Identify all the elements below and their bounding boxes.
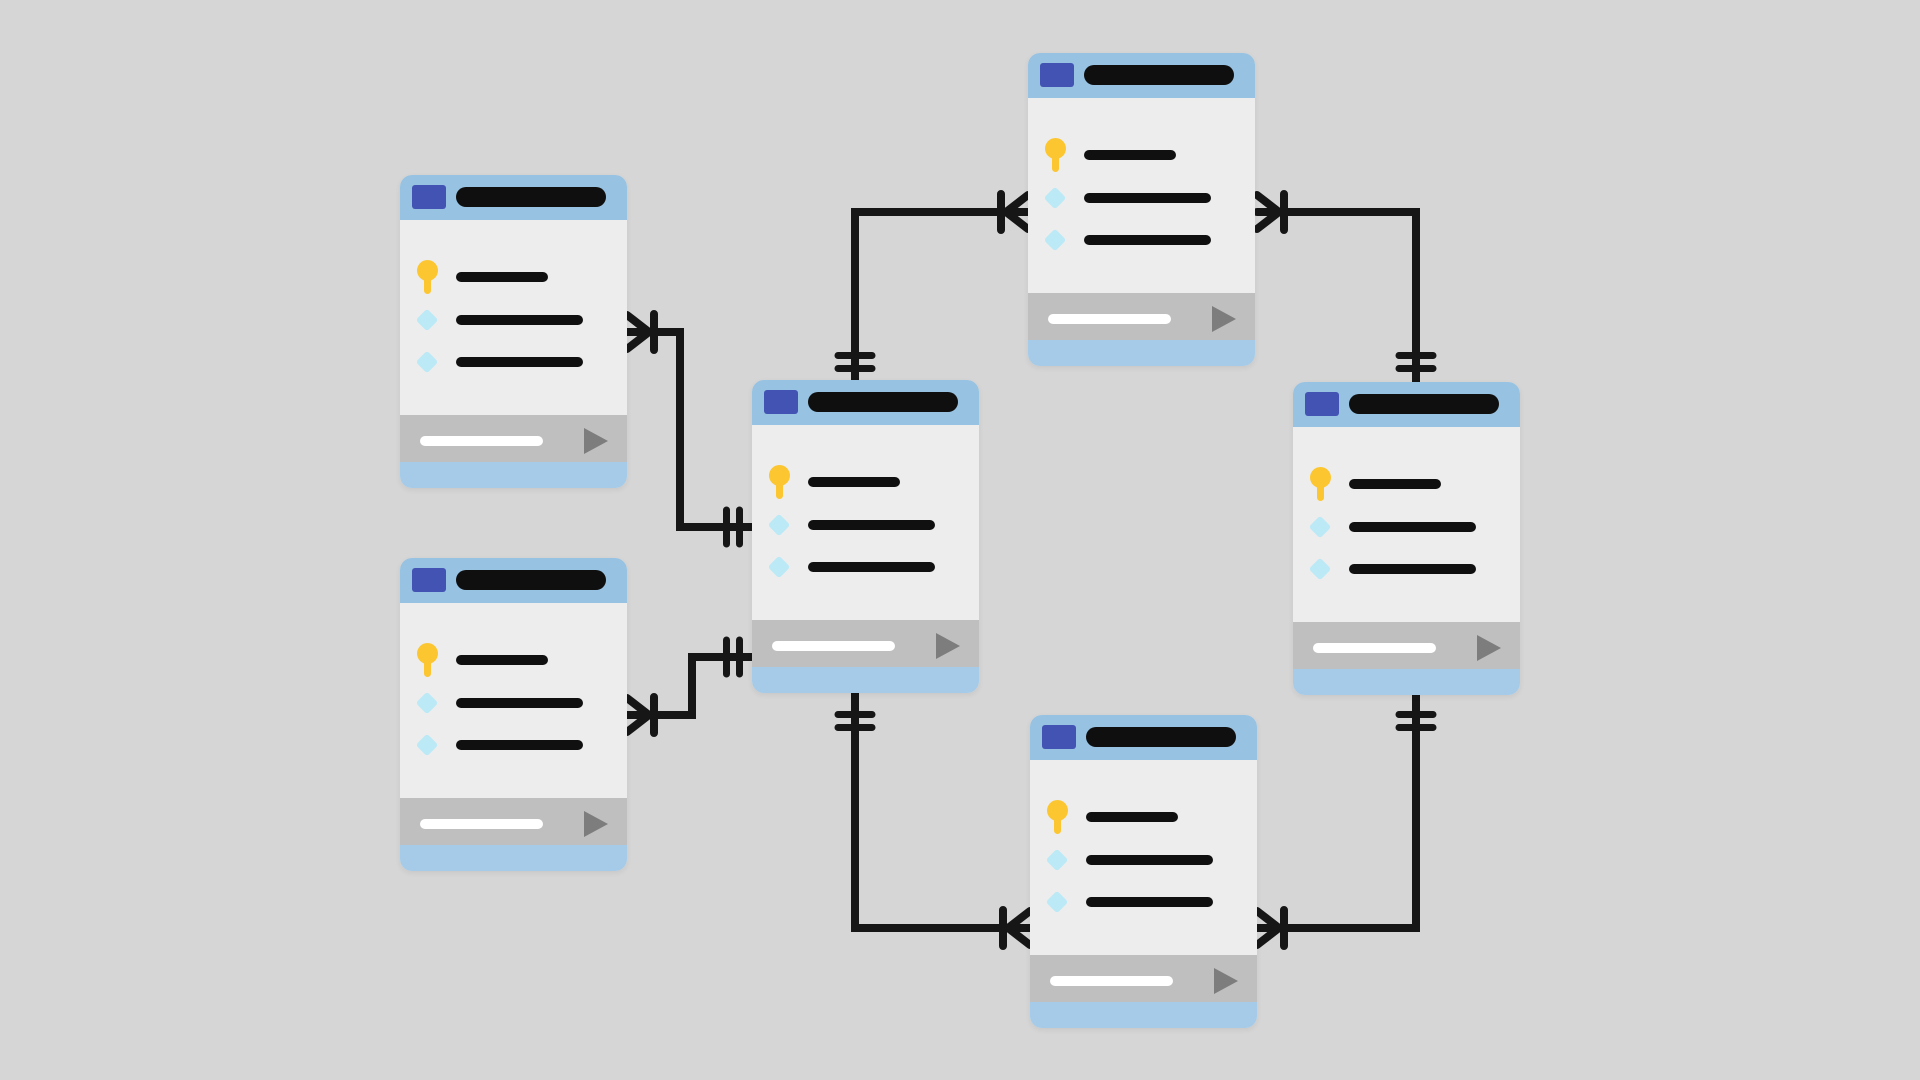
table-header xyxy=(1028,53,1255,98)
expand-arrow-icon xyxy=(1212,306,1236,332)
crow-foot-many-icon xyxy=(623,310,658,354)
one-mandatory-hash-icon xyxy=(1395,352,1437,372)
field-name-bar xyxy=(456,698,583,708)
crow-foot-many-icon xyxy=(1253,906,1288,950)
expand-arrow-icon xyxy=(936,633,960,659)
table-title-bar xyxy=(1349,394,1499,414)
table-top-center xyxy=(1028,53,1255,366)
one-mandatory-hash-icon xyxy=(834,352,876,372)
table-footer xyxy=(752,620,979,667)
relationship-topleft-to-center xyxy=(623,310,752,548)
table-right xyxy=(1293,382,1520,695)
table-footer xyxy=(400,415,627,462)
table-bottom-left xyxy=(400,558,627,871)
field-name-bar xyxy=(1349,564,1476,574)
table-header xyxy=(400,175,627,220)
relationship-line xyxy=(1257,692,1420,932)
table-title-bar xyxy=(1084,65,1234,85)
table-footer xyxy=(1030,955,1257,1002)
table-type-icon xyxy=(1042,725,1076,749)
table-header xyxy=(1030,715,1257,760)
field-name-bar xyxy=(808,477,900,487)
field-name-bar xyxy=(456,272,548,282)
field-name-bar xyxy=(456,740,583,750)
table-header xyxy=(752,380,979,425)
one-mandatory-hash-icon xyxy=(1395,711,1437,731)
field-name-bar xyxy=(1084,150,1176,160)
one-mandatory-hash-icon xyxy=(723,506,743,548)
field-name-bar xyxy=(808,520,935,530)
relationship-line xyxy=(627,653,752,719)
expand-arrow-icon xyxy=(1214,968,1238,994)
table-footer xyxy=(1293,622,1520,669)
table-bottom-strip xyxy=(1030,1002,1257,1028)
field-name-bar xyxy=(1086,812,1178,822)
footer-label-bar xyxy=(1050,976,1173,986)
field-name-bar xyxy=(1084,193,1211,203)
footer-label-bar xyxy=(1048,314,1171,324)
table-top-left xyxy=(400,175,627,488)
expand-arrow-icon xyxy=(584,811,608,837)
table-bottom-strip xyxy=(1028,340,1255,366)
relationship-topcenter-to-right xyxy=(1253,190,1437,382)
expand-arrow-icon xyxy=(1477,635,1501,661)
crow-foot-many-icon xyxy=(623,693,658,737)
table-title-bar xyxy=(456,187,606,207)
relationship-line xyxy=(627,328,752,531)
table-type-icon xyxy=(1040,63,1074,87)
table-type-icon xyxy=(764,390,798,414)
crow-foot-many-icon xyxy=(1253,190,1288,234)
footer-label-bar xyxy=(420,819,543,829)
field-name-bar xyxy=(1084,235,1211,245)
crow-foot-many-icon xyxy=(999,906,1034,950)
footer-label-bar xyxy=(1313,643,1436,653)
table-title-bar xyxy=(1086,727,1236,747)
relationship-bottomleft-to-center xyxy=(623,636,752,737)
one-mandatory-hash-icon xyxy=(723,636,743,678)
field-name-bar xyxy=(456,357,583,367)
relationship-line xyxy=(851,208,1028,380)
one-mandatory-hash-icon xyxy=(834,711,876,731)
relationship-line xyxy=(1257,208,1420,382)
table-footer xyxy=(1028,293,1255,340)
relationship-center-to-bottomcenter xyxy=(834,693,1034,950)
table-bottom-strip xyxy=(1293,669,1520,695)
field-name-bar xyxy=(1349,479,1441,489)
table-title-bar xyxy=(808,392,958,412)
table-type-icon xyxy=(412,185,446,209)
table-center xyxy=(752,380,979,693)
table-title-bar xyxy=(456,570,606,590)
table-header xyxy=(400,558,627,603)
field-name-bar xyxy=(1349,522,1476,532)
table-footer xyxy=(400,798,627,845)
field-name-bar xyxy=(808,562,935,572)
field-name-bar xyxy=(1086,855,1213,865)
field-name-bar xyxy=(456,655,548,665)
table-header xyxy=(1293,382,1520,427)
table-bottom-strip xyxy=(400,845,627,871)
relationship-topcenter-to-center xyxy=(834,190,1032,380)
table-type-icon xyxy=(1305,392,1339,416)
field-name-bar xyxy=(456,315,583,325)
relationship-right-to-bottomcenter xyxy=(1253,692,1437,950)
footer-label-bar xyxy=(772,641,895,651)
crow-foot-many-icon xyxy=(997,190,1032,234)
field-name-bar xyxy=(1086,897,1213,907)
table-bottom-center xyxy=(1030,715,1257,1028)
relationship-line xyxy=(851,693,1030,932)
footer-label-bar xyxy=(420,436,543,446)
table-bottom-strip xyxy=(752,667,979,693)
table-bottom-strip xyxy=(400,462,627,488)
table-type-icon xyxy=(412,568,446,592)
expand-arrow-icon xyxy=(584,428,608,454)
